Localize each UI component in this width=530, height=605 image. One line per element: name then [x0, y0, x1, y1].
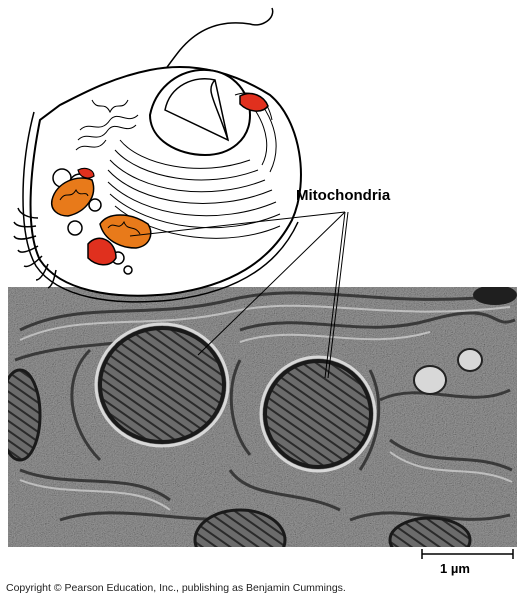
- cell-mitochondrion-right: [239, 92, 269, 112]
- cell-mitochondrion-bottom: [87, 237, 117, 266]
- mitochondrion-left: [98, 326, 226, 444]
- scale-bar-label: 1 µm: [440, 561, 470, 576]
- cell-illustration: [13, 7, 302, 303]
- copyright-notice: Copyright © Pearson Education, Inc., pub…: [6, 582, 346, 594]
- electron-micrograph: [8, 287, 517, 547]
- mitochondrion-right: [263, 359, 373, 469]
- cell-mitochondrion-center: [99, 214, 152, 249]
- cell-mitochondrion-top: [77, 167, 95, 179]
- cell-mitochondrion-left: [50, 177, 95, 217]
- leader-lines: [129, 211, 349, 379]
- scale-bar: [421, 549, 514, 559]
- mitochondria-label: Mitochondria: [296, 187, 391, 204]
